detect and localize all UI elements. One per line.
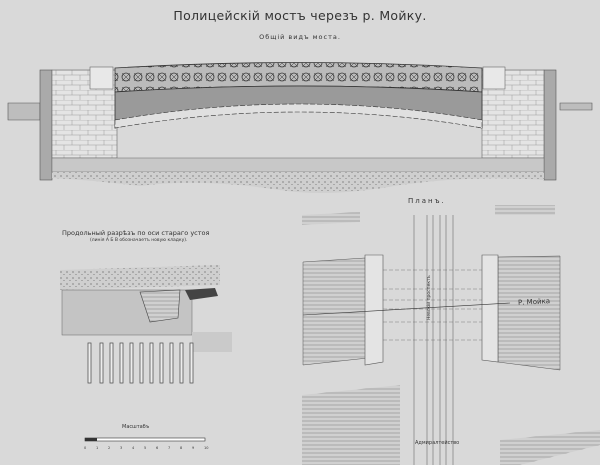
scale-tick-label: 1	[96, 446, 99, 450]
plan-title: Планъ.	[408, 197, 446, 205]
section-title: Продольный разрѣзъ по оси стараго устоя	[62, 229, 210, 237]
scale-label: Масштабъ	[122, 424, 150, 430]
bridge-elevation	[7, 62, 593, 194]
scale-tick-label: 6	[156, 446, 159, 450]
plan-view	[302, 205, 600, 465]
scale-tick-label: 9	[192, 446, 195, 450]
longitudinal-section	[60, 265, 232, 384]
drawing-title: Полицейскій мостъ черезъ р. Мойку.	[173, 8, 427, 23]
scale-tick-label: 3	[120, 446, 123, 450]
scale-tick-label: 4	[132, 446, 135, 450]
scale-tick-label: 0	[84, 446, 87, 450]
street-label: Адмиралтейство	[415, 440, 460, 446]
scale-tick-label: 5	[144, 446, 147, 450]
scale-tick-label: 7	[168, 446, 171, 450]
scale-tick-label: 10	[204, 446, 209, 450]
avenue-label: Невскій проспектъ	[427, 275, 432, 320]
scale-tick-label: 8	[180, 446, 183, 450]
section-note: (линія А Б В обозначаетъ новую кладку).	[90, 238, 188, 243]
elevation-subtitle: Общій видъ моста.	[259, 33, 341, 41]
river-label: Р. Мойка	[517, 297, 551, 307]
scale-tick-label: 2	[108, 446, 111, 450]
scale-bar	[84, 437, 206, 442]
